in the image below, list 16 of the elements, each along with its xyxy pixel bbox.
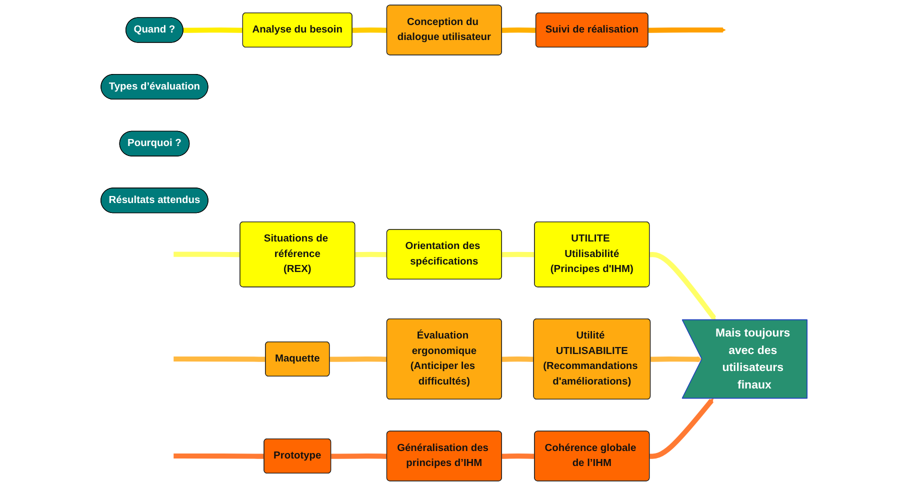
connector bbox=[174, 356, 266, 362]
connector bbox=[502, 252, 535, 258]
connector bbox=[174, 252, 240, 258]
connector bbox=[183, 28, 244, 33]
connector bbox=[352, 28, 388, 33]
connector bbox=[174, 453, 264, 459]
connector bbox=[502, 28, 536, 33]
connector bbox=[502, 356, 534, 362]
arrow bbox=[650, 252, 716, 320]
connector bbox=[355, 252, 388, 258]
arrow bbox=[650, 398, 714, 459]
arrow bbox=[648, 27, 726, 33]
connector bbox=[330, 356, 388, 362]
connector bbox=[502, 454, 535, 459]
connector bbox=[331, 454, 388, 459]
arrow bbox=[650, 356, 702, 362]
